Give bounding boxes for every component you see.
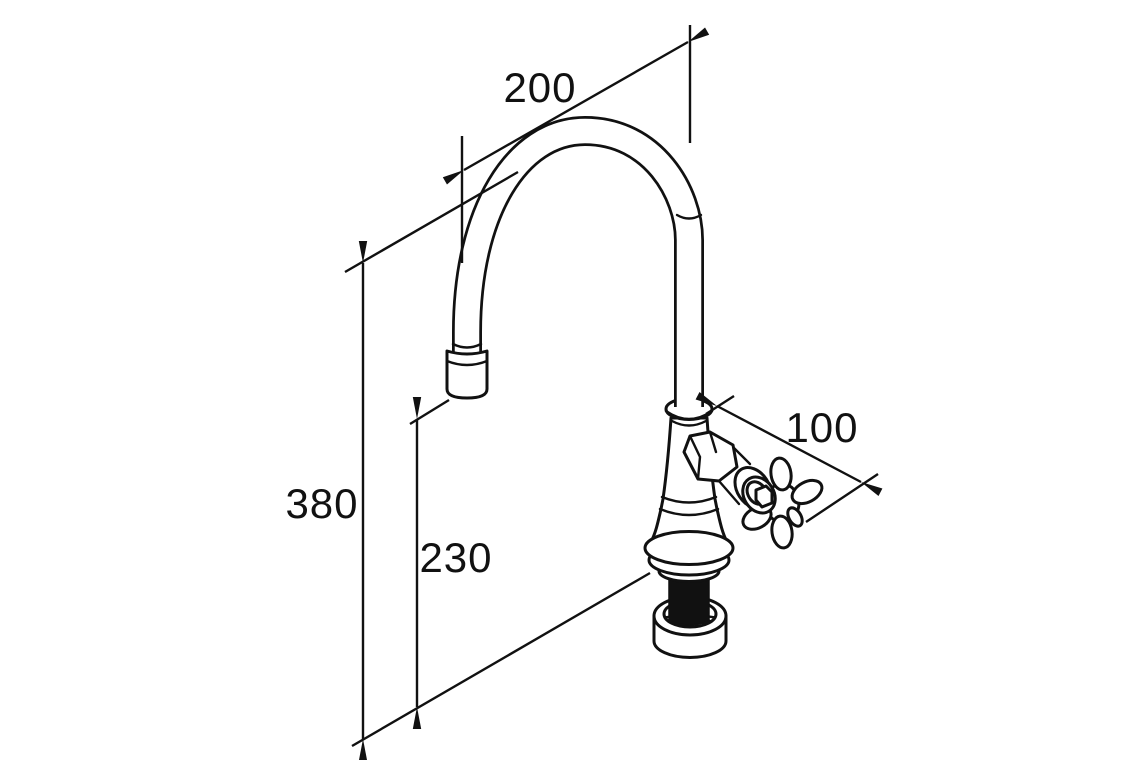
dimension-overall-height: 380 [285,170,519,760]
dim-100-line [695,392,883,496]
spout-tube-fill [454,118,702,407]
spout-joint-line-right [675,213,703,220]
dim-label-outlet-height: 230 [419,534,492,581]
faucet-figure [445,115,824,659]
dimension-handle-projection: 100 [695,392,883,523]
baseline-extension [351,571,651,748]
handwheel-lobe-bottom [770,514,794,550]
dimension-outlet-height: 230 [409,397,492,729]
body-bead-lower-arc [658,507,720,517]
base-flange-upper-bead [643,530,735,566]
dimension-annotations: 200 380 230 100 [285,25,883,760]
dim-label-overall-height: 380 [285,480,358,527]
dim-label-handle-projection: 100 [785,404,858,451]
dimension-spout-reach: 200 [442,25,710,263]
dim-label-spout-reach: 200 [503,64,576,111]
aerator-ring-arc [445,359,489,367]
dim-200-line [442,27,710,185]
spout-joint-line-left [451,342,483,349]
handwheel-stem [754,484,774,509]
handwheel-dimple [786,506,804,528]
dim-380-extension-top [344,170,519,274]
body-bead-upper-arc [660,495,718,504]
aerator-outlet [445,349,489,400]
